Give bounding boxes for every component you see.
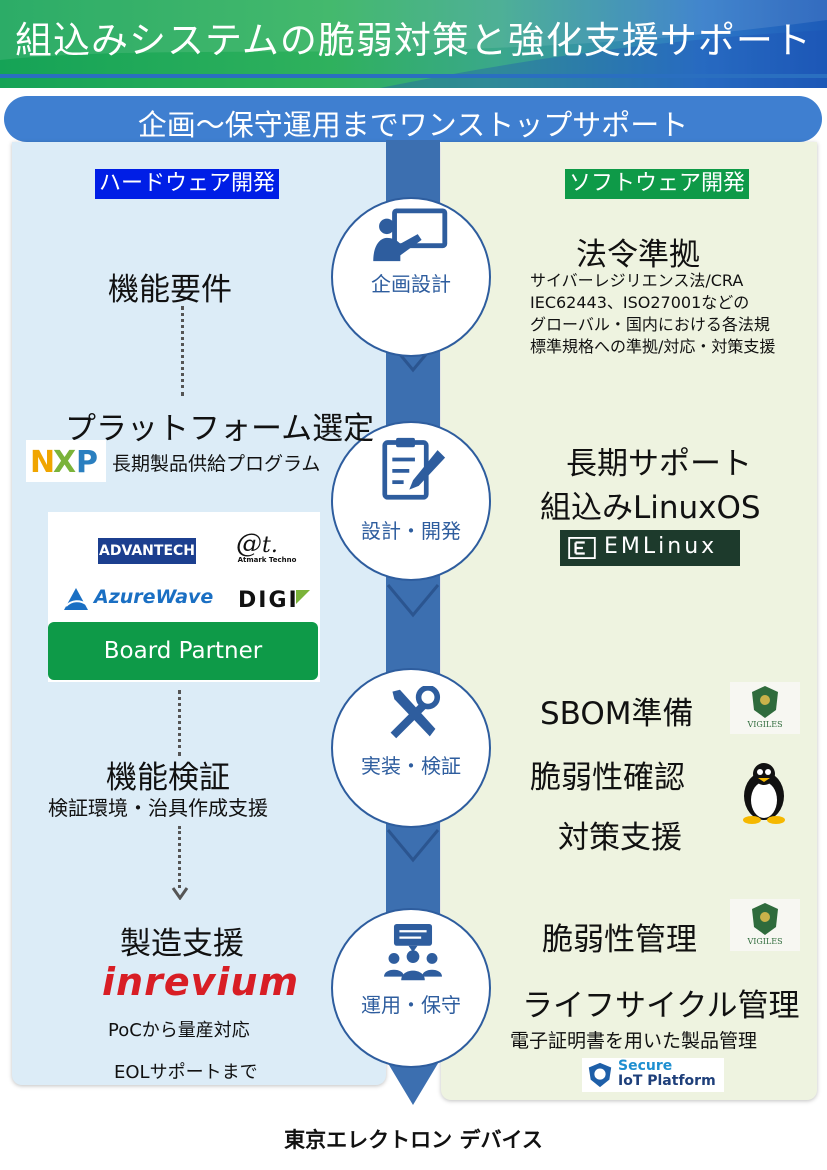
- digi-logo: DIGI: [238, 588, 310, 616]
- azurewave-text: AzureWave: [94, 586, 214, 608]
- secure-iot-text-2: IoT Platform: [618, 1073, 716, 1089]
- advantech-logo: ADVANTECH: [98, 538, 196, 564]
- long-term-support: 長期サポート: [566, 446, 752, 482]
- arrow-down-icon: [171, 887, 189, 900]
- atmark-logo-text: Atmark Techno: [237, 556, 297, 564]
- header-divider: [0, 74, 827, 78]
- digi-text: DIGI: [238, 588, 299, 613]
- phase-design-circle: [331, 421, 491, 581]
- secure-iot-text-1: Secure: [618, 1058, 673, 1074]
- compliance-line: サイバーレジリエンス法/CRA: [530, 271, 744, 290]
- vigiles-logo-2: VIGILES: [730, 899, 800, 951]
- header-swoosh: [0, 0, 827, 88]
- phase-design-label: 設計・開発: [361, 519, 461, 543]
- svg-text:t.: t.: [262, 533, 278, 558]
- inrevium-logo: inrevium: [102, 960, 300, 1004]
- embedded-linux-os: 組込みLinuxOS: [540, 490, 761, 526]
- dotted-connector: [178, 690, 181, 756]
- board-partner-label: Board Partner: [48, 622, 318, 680]
- nxp-program-label: 長期製品供給プログラム: [112, 453, 321, 475]
- emlinux-logo: EMLinux: [560, 530, 740, 566]
- tux-penguin-icon: [743, 763, 785, 824]
- svg-text:@: @: [236, 529, 262, 559]
- phase-operation-label: 運用・保守: [361, 993, 461, 1017]
- phase-implement-label: 実装・検証: [361, 754, 461, 778]
- page-title: 組込みシステムの脆弱対策と強化支援サポート: [15, 19, 812, 62]
- phase-planning-label: 企画設計: [371, 272, 451, 296]
- compliance-line: グローバル・国内における各法規: [530, 315, 770, 334]
- secure-iot-platform-logo: Secure IoT Platform: [582, 1058, 724, 1092]
- subtitle-banner: [4, 96, 822, 142]
- compliance-details: サイバーレジリエンス法/CRA IEC62443、ISO27001などの グロー…: [530, 270, 775, 358]
- software-tag: ソフトウェア開発: [565, 169, 750, 199]
- svg-text:P: P: [76, 445, 98, 480]
- compliance-title: 法令準拠: [576, 237, 700, 273]
- vulnerability-management: 脆弱性管理: [542, 922, 697, 958]
- dotted-connector: [181, 306, 184, 396]
- vigiles-logo-text: VIGILES: [747, 720, 783, 729]
- company-logo: 東京エレクトロン デバイス: [284, 1128, 543, 1152]
- platform-selection: プラットフォーム選定: [65, 411, 375, 447]
- phase-implement-circle: [331, 668, 491, 828]
- header-banner: [0, 0, 827, 88]
- certificate-product-management: 電子証明書を用いた製品管理: [510, 1030, 758, 1052]
- clipboard-edit-icon: [382, 437, 446, 500]
- vigiles-logo: VIGILES: [730, 682, 800, 734]
- lifecycle-management: ライフサイクル管理: [522, 988, 800, 1024]
- vulnerability-check: 脆弱性確認: [530, 760, 685, 796]
- atmark-logo: @ t. Atmark Techno: [232, 528, 302, 568]
- dotted-connector: [178, 826, 181, 888]
- functional-verification: 機能検証: [106, 760, 230, 796]
- presentation-icon: [373, 208, 448, 262]
- compliance-line: IEC62443、ISO27001などの: [530, 293, 750, 312]
- poc-to-mass-production: PoCから量産対応: [108, 1020, 250, 1041]
- subtitle-text: 企画〜保守運用までワンストップサポート: [137, 108, 689, 142]
- emlinux-text: EMLinux: [604, 534, 718, 559]
- team-chat-icon: [384, 924, 442, 981]
- phase-planning-circle: [331, 197, 491, 357]
- tools-icon: [390, 686, 441, 739]
- sbom-preparation: SBOM準備: [540, 696, 694, 732]
- nxp-logo: N X P: [26, 440, 106, 482]
- phase-operation-circle: [331, 908, 491, 1068]
- vigiles-logo-text: VIGILES: [747, 937, 783, 946]
- hardware-tag: ハードウェア開発: [95, 169, 280, 199]
- compliance-line: 標準規格への準拠/対応・対策支援: [530, 337, 776, 356]
- svg-text:X: X: [53, 445, 76, 480]
- svg-text:N: N: [30, 445, 55, 480]
- verification-subtitle: 検証環境・治具作成支援: [48, 796, 268, 820]
- eol-support: EOLサポートまで: [114, 1062, 258, 1083]
- manufacturing-support: 製造支援: [120, 926, 244, 962]
- azurewave-logo: AzureWave: [62, 584, 214, 614]
- countermeasure-support: 対策支援: [558, 820, 682, 856]
- functional-requirements: 機能要件: [108, 272, 232, 308]
